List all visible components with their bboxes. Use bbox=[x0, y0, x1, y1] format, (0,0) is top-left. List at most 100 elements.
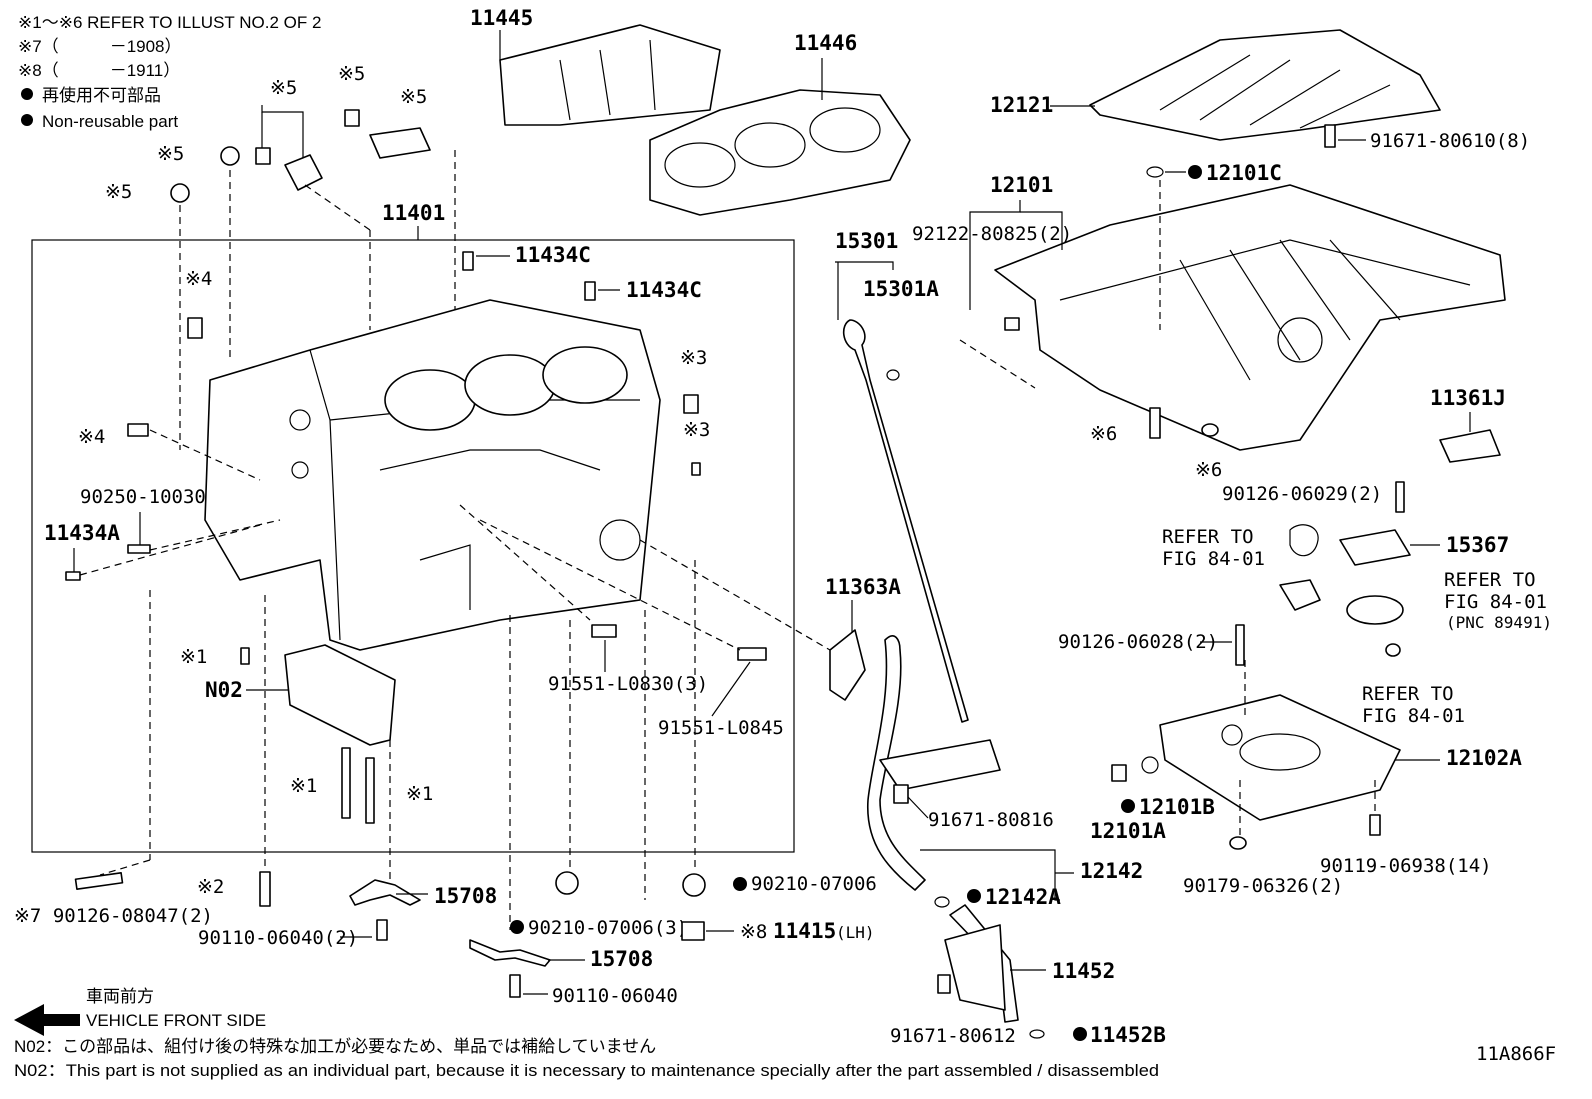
label-90210-07006-3[interactable]: 90210-07006(3) bbox=[528, 917, 688, 939]
bolt-90110-a-icon bbox=[376, 919, 388, 941]
mark-4-top: ※4 bbox=[185, 268, 212, 290]
label-90126-06028[interactable]: 90126-06028(2) bbox=[1058, 631, 1218, 653]
refer-fig-3-line1[interactable]: REFER TO bbox=[1362, 683, 1454, 705]
label-90126-08047[interactable]: ※7 90126-08047(2) bbox=[14, 905, 213, 927]
bolt-91671-80612-icon bbox=[937, 974, 951, 994]
dowel-mark-3-icon bbox=[683, 394, 699, 414]
part-15708-oil-jet-b bbox=[469, 939, 551, 967]
label-12101[interactable]: 12101 bbox=[990, 173, 1053, 197]
mark-4-side: ※4 bbox=[78, 426, 105, 448]
stud-90126-06029-icon bbox=[1395, 481, 1405, 513]
label-11434c-2[interactable]: 11434C bbox=[626, 278, 702, 302]
bolt-mark-6-icon bbox=[1149, 407, 1161, 439]
non-reusable-dot-icon bbox=[733, 877, 747, 891]
refer-fig-2-pnc[interactable]: (PNC 89491) bbox=[1446, 613, 1552, 632]
label-90110-06040[interactable]: 90110-06040 bbox=[552, 985, 678, 1007]
label-91671-80610[interactable]: 91671-80610(8) bbox=[1370, 130, 1530, 152]
label-11452b[interactable]: 11452B bbox=[1090, 1023, 1166, 1047]
mark-6-bolt: ※6 bbox=[1090, 423, 1117, 445]
non-reusable-dot-icon bbox=[21, 88, 33, 100]
label-12101c[interactable]: 12101C bbox=[1206, 161, 1282, 185]
refer-fig-3-line2[interactable]: FIG 84-01 bbox=[1362, 705, 1465, 727]
washer-mark-5-icon bbox=[220, 146, 240, 166]
label-n02[interactable]: N02 bbox=[205, 678, 243, 702]
guide-lines bbox=[79, 150, 1376, 930]
label-11452[interactable]: 11452 bbox=[1052, 959, 1115, 983]
note-mark-8: ※8（ －1911） bbox=[18, 61, 180, 80]
label-12101a[interactable]: 12101A bbox=[1090, 819, 1166, 843]
seal-90210-b-icon bbox=[555, 871, 579, 895]
figure-id: 11A866F bbox=[1476, 1043, 1556, 1065]
oring-12142a-icon bbox=[934, 896, 950, 908]
label-90250-10030[interactable]: 90250-10030 bbox=[80, 486, 206, 508]
mark-5-sensor: ※5 bbox=[400, 86, 427, 108]
mark-8: ※8 bbox=[740, 921, 767, 943]
dowel-mark-3-icon bbox=[691, 462, 701, 476]
gasket-refer-icon bbox=[1289, 524, 1319, 557]
valve-mark-5-icon bbox=[284, 154, 323, 191]
bolt-mark-1-icon bbox=[365, 757, 375, 824]
label-91551-l0845[interactable]: 91551-L0845 bbox=[658, 717, 784, 739]
part-12101-oil-pan bbox=[994, 184, 1506, 451]
label-11434c-1[interactable]: 11434C bbox=[515, 243, 591, 267]
legend-front-en: VEHICLE FRONT SIDE bbox=[86, 1011, 266, 1030]
label-11363a[interactable]: 11363A bbox=[825, 575, 901, 599]
label-12102a[interactable]: 12102A bbox=[1446, 746, 1522, 770]
refer-fig-1-line2[interactable]: FIG 84-01 bbox=[1162, 548, 1265, 570]
non-reusable-dot-icon bbox=[1121, 799, 1135, 813]
label-91671-80816[interactable]: 91671-80816 bbox=[928, 809, 1054, 831]
label-90179-06326[interactable]: 90179-06326(2) bbox=[1183, 875, 1343, 897]
non-reusable-dot-icon bbox=[510, 920, 524, 934]
label-12142[interactable]: 12142 bbox=[1080, 859, 1143, 883]
stud-mark-2-icon bbox=[259, 871, 271, 907]
refer-fig-2-line2[interactable]: FIG 84-01 bbox=[1444, 591, 1547, 613]
label-15367[interactable]: 15367 bbox=[1446, 533, 1509, 557]
part-number-90126-08047[interactable]: 90126-08047(2) bbox=[53, 905, 213, 927]
label-11434a[interactable]: 11434A bbox=[44, 521, 120, 545]
label-15708-b[interactable]: 15708 bbox=[590, 947, 653, 971]
label-11445[interactable]: 11445 bbox=[470, 6, 533, 30]
label-90119-06938[interactable]: 90119-06938(14) bbox=[1320, 855, 1492, 877]
bolt-mark-4-icon bbox=[187, 317, 203, 339]
part-11361j-bracket bbox=[1439, 429, 1501, 463]
non-reusable-dot-icon bbox=[967, 889, 981, 903]
dowel-mark-1-icon bbox=[240, 647, 250, 665]
label-11401[interactable]: 11401 bbox=[382, 201, 445, 225]
stud-90126-08047-icon bbox=[74, 872, 124, 890]
label-11446[interactable]: 11446 bbox=[794, 31, 857, 55]
block-assembly-frame bbox=[31, 239, 795, 853]
label-91551-l0830[interactable]: 91551-L0830(3) bbox=[548, 673, 708, 695]
part-15367-plate bbox=[1339, 529, 1411, 566]
label-92122-80825[interactable]: 92122-80825(2) bbox=[912, 223, 1072, 245]
non-reusable-dot-icon bbox=[1188, 165, 1202, 179]
non-reusable-dot-icon bbox=[21, 114, 33, 126]
part-11363a-bracket bbox=[829, 629, 866, 701]
bolt-90110-b-icon bbox=[509, 974, 521, 998]
label-90126-06029[interactable]: 90126-06029(2) bbox=[1222, 483, 1382, 505]
oring-11452b-icon bbox=[1029, 1029, 1045, 1039]
label-12142a[interactable]: 12142A bbox=[985, 885, 1061, 909]
label-90110-06040-2[interactable]: 90110-06040(2) bbox=[198, 927, 358, 949]
label-15301[interactable]: 15301 bbox=[835, 229, 898, 253]
mark-5-washer: ※5 bbox=[157, 143, 184, 165]
label-90210-07006[interactable]: 90210-07006 bbox=[751, 873, 877, 895]
bolt-mark-4-icon bbox=[127, 423, 149, 437]
label-15301a[interactable]: 15301A bbox=[863, 277, 939, 301]
bolt-91551-l0830-icon bbox=[591, 624, 617, 638]
label-91671-80612[interactable]: 91671-80612 bbox=[890, 1025, 1016, 1047]
refer-fig-1-line1[interactable]: REFER TO bbox=[1162, 526, 1254, 548]
bolt-92122-icon bbox=[1004, 317, 1020, 331]
pin-11434a-icon bbox=[65, 571, 81, 581]
part-n02-bearing-cap bbox=[284, 644, 396, 746]
label-12101b[interactable]: 12101B bbox=[1139, 795, 1215, 819]
label-11415[interactable]: 11415 bbox=[773, 919, 836, 943]
plug-90250-icon bbox=[127, 544, 151, 554]
refer-fig-2-line1[interactable]: REFER TO bbox=[1444, 569, 1536, 591]
part-12102a-lower-pan bbox=[1159, 694, 1401, 821]
bolt-90119-icon bbox=[1369, 814, 1381, 836]
label-12121[interactable]: 12121 bbox=[990, 93, 1053, 117]
label-11361j[interactable]: 11361J bbox=[1430, 386, 1506, 410]
label-11415-side: (LH) bbox=[836, 923, 875, 942]
label-15708-a[interactable]: 15708 bbox=[434, 884, 497, 908]
oring-12101c-icon bbox=[1146, 166, 1164, 178]
